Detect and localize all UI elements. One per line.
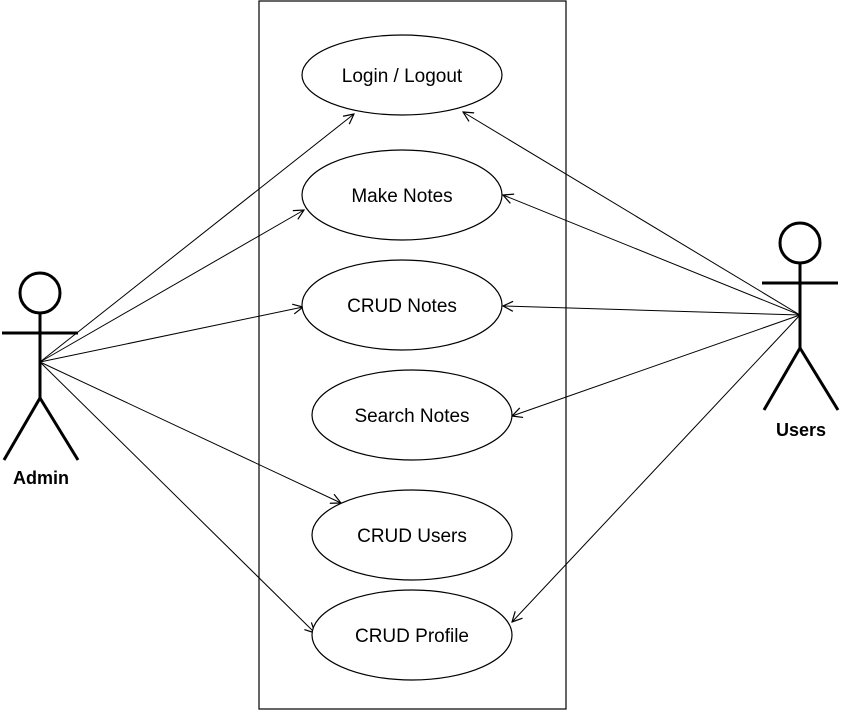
assoc-users-search-notes (512, 314, 801, 416)
use-case-label: Login / Logout (342, 66, 463, 87)
use-case-crud-users[interactable]: CRUD Users (311, 489, 513, 581)
assoc-users-make-notes (503, 195, 801, 316)
use-case-label: Search Notes (354, 406, 469, 427)
use-case-label: CRUD Notes (347, 296, 457, 317)
actor-users-label: Users (776, 420, 826, 440)
use-case-search-notes[interactable]: Search Notes (311, 369, 513, 461)
actor-head (18, 271, 62, 315)
use-case-ellipse (311, 489, 513, 581)
use-case-ellipse (311, 369, 513, 461)
actor-right-leg (798, 347, 840, 411)
assoc-users-crud-notes (503, 306, 801, 316)
assoc-admin-make-notes (39, 210, 304, 363)
use-case-login[interactable]: Login / Logout (301, 34, 503, 116)
assoc-admin-login (39, 114, 354, 363)
actor-users[interactable] (762, 221, 840, 411)
admin-associations (39, 114, 354, 633)
assoc-users-login (463, 112, 801, 316)
actor-admin-label: Admin (13, 468, 69, 488)
assoc-admin-crud-profile (39, 361, 315, 633)
use-case-label: CRUD Users (357, 526, 467, 547)
actor-admin[interactable] (2, 271, 80, 461)
actor-left-leg (2, 397, 42, 461)
use-case-ellipse (301, 259, 503, 351)
use-case-ellipse (311, 589, 513, 681)
use-case-ellipse (301, 34, 503, 116)
assoc-users-crud-profile (512, 314, 801, 622)
use-case-label: Make Notes (351, 186, 452, 207)
actor-head (778, 221, 822, 265)
use-case-label: CRUD Profile (355, 626, 469, 647)
assoc-admin-crud-notes (39, 307, 303, 363)
use-case-crud-profile[interactable]: CRUD Profile (311, 589, 513, 681)
use-case-crud-notes[interactable]: CRUD Notes (301, 259, 503, 351)
users-associations (463, 112, 801, 622)
actor-right-leg (38, 397, 80, 461)
system-boundary (258, 0, 567, 710)
use-case-ellipse (301, 149, 503, 241)
actor-left-leg (762, 347, 802, 411)
assoc-admin-crud-users (39, 361, 341, 503)
use-case-make-notes[interactable]: Make Notes (301, 149, 503, 241)
